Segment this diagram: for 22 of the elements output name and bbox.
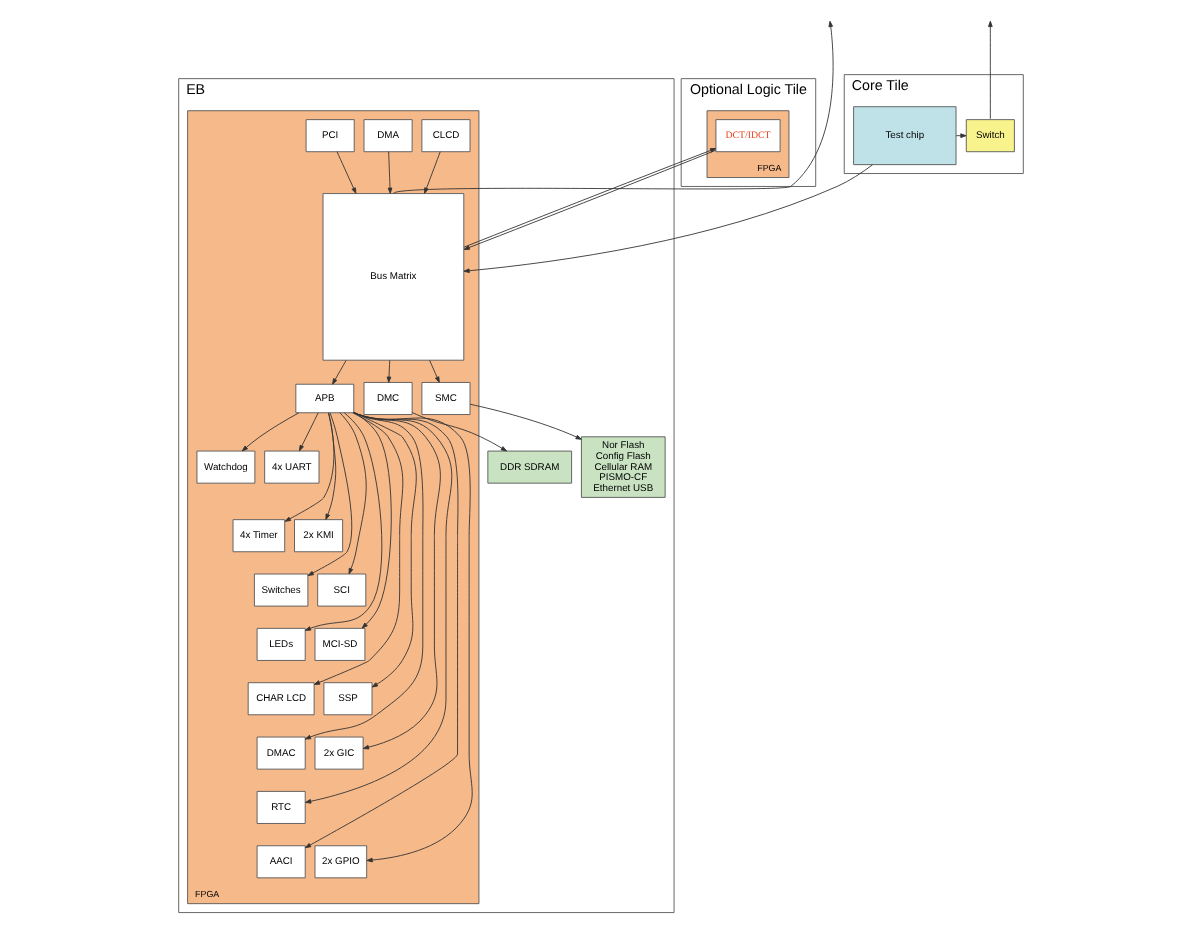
arrow <box>423 151 440 194</box>
arrow <box>352 412 440 750</box>
arrow <box>303 412 423 740</box>
arrow <box>303 412 382 631</box>
arrow <box>324 412 336 520</box>
arrow <box>462 164 872 274</box>
arrow <box>312 412 403 685</box>
arrow <box>297 412 318 452</box>
arrow <box>338 412 366 575</box>
arrow <box>954 133 966 138</box>
arrow <box>352 412 416 688</box>
arrow <box>385 359 391 383</box>
arrow <box>331 359 346 385</box>
arrow <box>335 151 356 194</box>
arrow <box>468 403 581 440</box>
arrow <box>386 151 392 194</box>
arrow <box>240 412 299 452</box>
arrow <box>428 359 439 383</box>
arrow <box>352 412 472 863</box>
arrow <box>410 412 507 452</box>
arrow <box>306 412 352 576</box>
arrow <box>283 412 334 522</box>
